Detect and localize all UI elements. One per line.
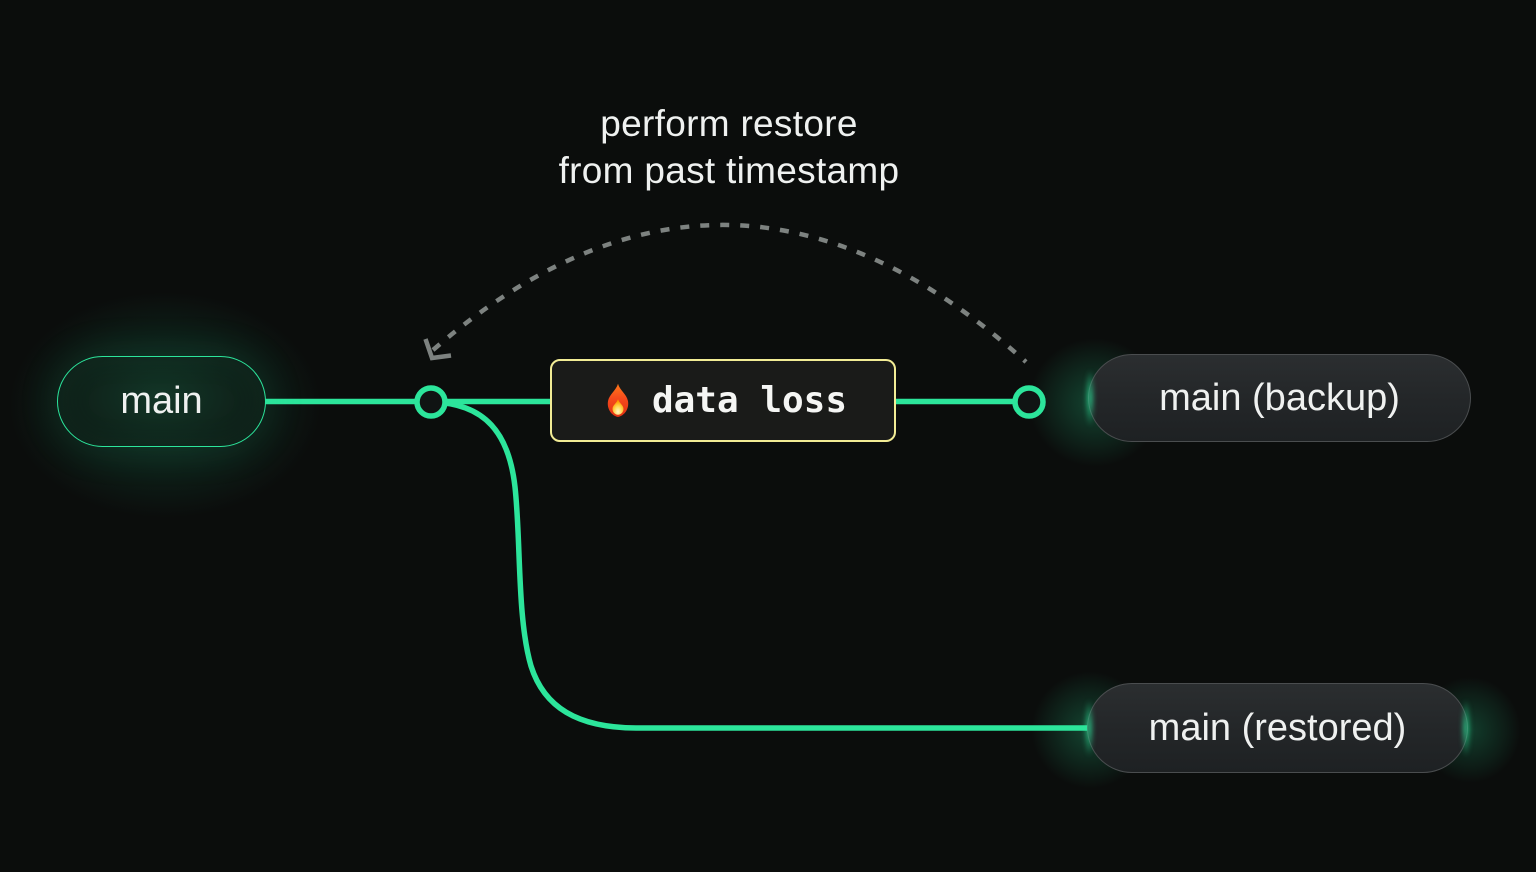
branch-node-main-backup[interactable]: main (backup) xyxy=(1088,354,1471,442)
data-loss-callout: data loss xyxy=(550,359,896,442)
branch-node-main-restored[interactable]: main (restored) xyxy=(1087,683,1468,773)
restore-arrow-head-icon xyxy=(423,338,452,361)
fire-icon xyxy=(599,382,637,420)
branch-point-dot-left xyxy=(414,385,448,419)
branch-node-backup-label: main (backup) xyxy=(1159,376,1400,419)
branch-node-main[interactable]: main xyxy=(57,356,266,447)
restore-arc xyxy=(431,222,1028,364)
restore-annotation-line1: perform restore xyxy=(600,103,858,144)
branch-point-dot-right xyxy=(1012,385,1046,419)
restore-annotation-line2: from past timestamp xyxy=(558,150,900,191)
restore-annotation: perform restore from past timestamp xyxy=(479,100,979,194)
restored-branch-curve xyxy=(428,399,1095,731)
branch-node-restored-label: main (restored) xyxy=(1148,706,1407,749)
branch-node-main-label: main xyxy=(120,380,203,422)
data-loss-label: data loss xyxy=(651,380,848,421)
